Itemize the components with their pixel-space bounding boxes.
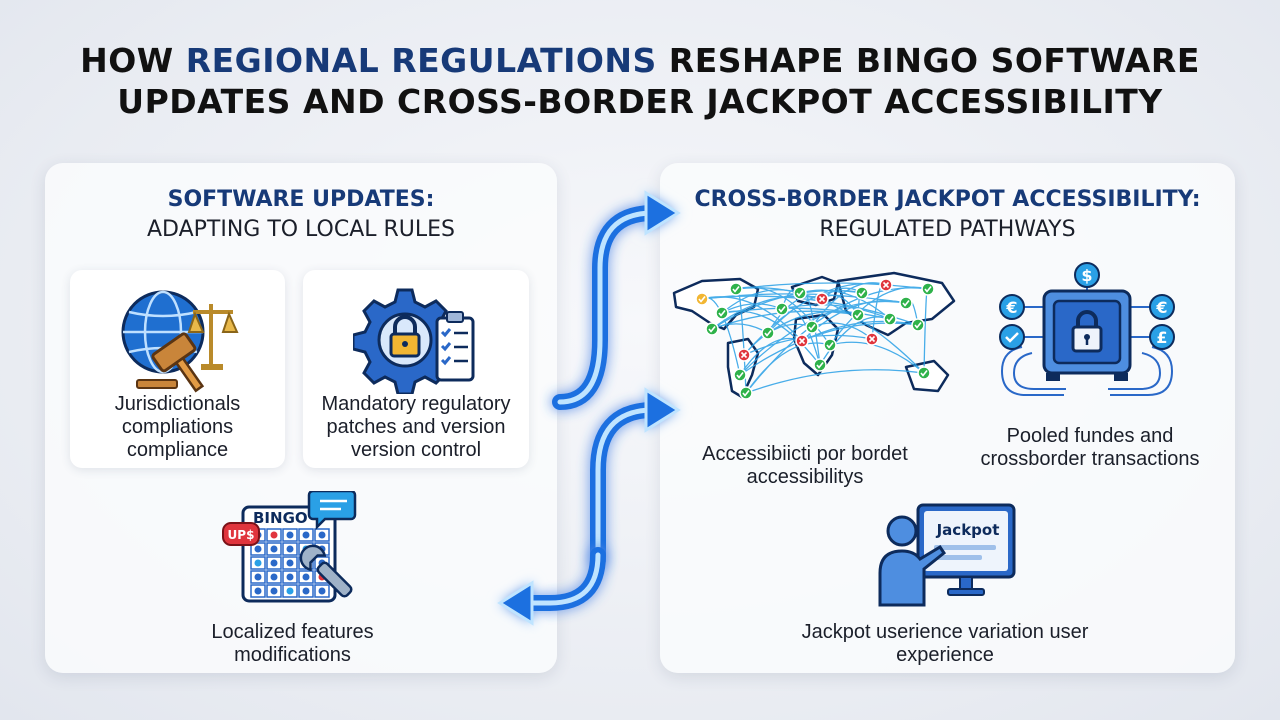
regulatory-patches-caption: Mandatory regulatory patches and version… — [321, 393, 511, 461]
arrow-to-right-panel-middle — [590, 387, 681, 568]
check-mark-icon — [886, 316, 894, 323]
check-mark-icon — [816, 362, 824, 369]
map-connection-line — [829, 341, 925, 374]
bingo-dot — [286, 573, 294, 581]
jackpot-screen-label: Jackpot — [936, 521, 1000, 539]
title-line-2: UPDATES AND CROSS-BORDER JACKPOT ACCESSI… — [117, 82, 1163, 121]
check-mark-icon — [708, 326, 716, 333]
gear-lock-checklist-icon — [353, 288, 475, 394]
map-connection-line — [739, 300, 907, 376]
update-badge: UP$ — [228, 528, 255, 542]
pooled-funds-caption: Pooled fundes and crossborder transactio… — [980, 425, 1200, 470]
bingo-dot — [318, 531, 326, 539]
check-mark-icon — [796, 290, 804, 297]
bingo-dot — [254, 545, 262, 553]
bingo-dot — [286, 531, 294, 539]
bingo-dot — [254, 573, 262, 581]
bingo-dot — [270, 587, 278, 595]
check-mark-icon — [736, 372, 744, 379]
currency-euro-left: € — [1005, 298, 1017, 317]
map-caption: Accessibiicti por bordet accessibilitys — [702, 443, 908, 488]
arrow-to-right-panel-top — [552, 190, 681, 410]
check-mark-icon — [924, 286, 932, 293]
map-connection-line — [767, 310, 859, 334]
check-mark-icon — [808, 324, 816, 331]
compliance-card: Jurisdictionals compliations compliance — [70, 270, 285, 468]
cross-mark-icon — [868, 335, 876, 343]
arrow-to-left-panel — [497, 547, 606, 626]
right-panel-title: CROSS-BORDER JACKPOT ACCESSIBILITY: REGU… — [694, 187, 1201, 242]
bingo-card-label: BINGO — [253, 509, 308, 527]
globe-gavel-scales-icon — [121, 290, 239, 393]
bingo-dot — [286, 587, 294, 595]
check-mark-icon — [698, 296, 706, 303]
check-mark-icon — [718, 310, 726, 317]
cross-mark-icon — [882, 281, 890, 289]
check-mark-icon — [920, 370, 928, 377]
bingo-dot — [270, 531, 278, 539]
check-mark-icon — [914, 322, 922, 329]
compliance-caption: Jurisdictionals compliations compliance — [114, 393, 241, 461]
bingo-dot — [254, 559, 262, 567]
regulatory-patches-card: Mandatory regulatory patches and version… — [303, 270, 529, 468]
map-connection-line — [721, 289, 801, 314]
bingo-dot — [270, 545, 278, 553]
map-connection-line — [767, 290, 863, 334]
map-connection-line — [739, 322, 919, 376]
bingo-dot — [286, 559, 294, 567]
check-mark-icon — [764, 330, 772, 337]
cross-mark-icon — [740, 351, 748, 359]
cross-mark-icon — [798, 337, 806, 345]
map-connection-line — [801, 320, 919, 342]
map-connection-line — [735, 282, 929, 290]
map-connection-line — [811, 282, 887, 328]
title-highlight: REGIONAL REGULATIONS — [185, 41, 657, 80]
check-mark-icon — [854, 312, 862, 319]
check-mark-icon — [826, 342, 834, 349]
check-mark-icon — [902, 300, 910, 307]
bingo-dot — [286, 545, 294, 553]
cross-mark-icon — [818, 295, 826, 303]
vault-lock-currency-icon: $ € € £ — [999, 262, 1175, 396]
currency-euro-right: € — [1155, 298, 1167, 317]
world-map-network-icon — [672, 271, 956, 400]
map-connection-line — [781, 304, 891, 320]
currency-dollar: $ — [1081, 266, 1092, 285]
bingo-card-wrench-icon: BINGO UP$ — [222, 491, 357, 603]
cross-border-panel: CROSS-BORDER JACKPOT ACCESSIBILITY: REGU… — [660, 163, 1235, 673]
currency-pound: £ — [1156, 328, 1167, 347]
bingo-dot — [318, 587, 326, 595]
check-mark-icon — [742, 390, 750, 397]
map-connection-line — [745, 369, 925, 394]
user-jackpot-screen-icon: Jackpot — [878, 503, 1016, 607]
check-mark-icon — [732, 286, 740, 293]
bingo-dot — [302, 587, 310, 595]
title-line-1: HOW REGIONAL REGULATIONS RESHAPE BINGO S… — [80, 41, 1200, 80]
left-panel-title: SOFTWARE UPDATES: ADAPTING TO LOCAL RULE… — [146, 187, 456, 242]
map-connection-line — [829, 286, 929, 346]
localized-features-caption: Localized features modifications — [211, 621, 374, 666]
software-updates-panel: SOFTWARE UPDATES: ADAPTING TO LOCAL RULE… — [45, 163, 557, 673]
check-mark-icon — [858, 290, 866, 297]
map-connection-line — [743, 334, 873, 356]
bingo-dot — [270, 559, 278, 567]
bingo-dot — [302, 531, 310, 539]
page-title: HOW REGIONAL REGULATIONS RESHAPE BINGO S… — [0, 40, 1280, 122]
map-connection-line — [819, 316, 891, 366]
bingo-dot — [270, 573, 278, 581]
check-mark-icon — [778, 306, 786, 313]
bingo-dot — [302, 573, 310, 581]
bingo-dot — [254, 587, 262, 595]
jackpot-caption: Jackpot userience variation user experie… — [801, 621, 1089, 666]
map-connection-line — [799, 289, 891, 320]
